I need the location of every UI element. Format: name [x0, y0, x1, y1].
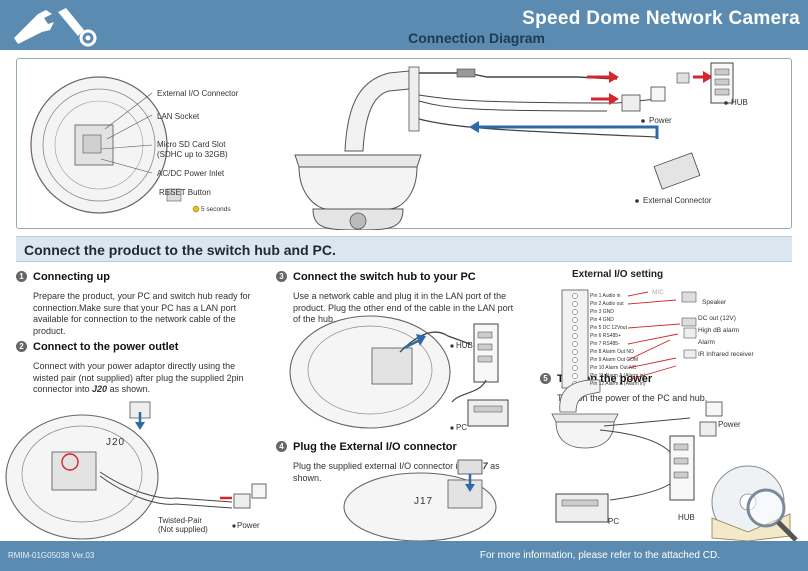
section-heading: Connect the product to the switch hub an… — [24, 242, 336, 258]
step-1-number: 1 — [16, 271, 27, 283]
step-1-heading: Connecting up — [33, 270, 110, 283]
high-db-alarm-label: High dB alarm — [698, 327, 740, 334]
pin-3: Pin 3 GND — [590, 309, 614, 315]
step-1-text: Prepare the product, your PC and switch … — [33, 291, 251, 336]
camera-wiring-figure — [30, 62, 734, 230]
pin-9: Pin 9 Alarm Out COM — [590, 357, 639, 363]
hub-label-step5: HUB — [678, 513, 695, 522]
step-2-text-a: Connect with your power adaptor directly… — [33, 361, 244, 394]
pin-6: Pin 6 RS485+ — [590, 333, 621, 339]
alarm-label: Alarm — [698, 339, 715, 346]
installation-illustrations — [5, 289, 798, 541]
step-3: 3 Connect the switch hub to your PC Use a… — [276, 268, 516, 326]
power-inlet-label: AC/DC Power Inlet — [157, 169, 225, 178]
pin-1: Pin 1 Audio in — [590, 293, 621, 299]
pin-8: Pin 8 Alarm Out NO — [590, 349, 634, 355]
step-2-number: 2 — [16, 341, 27, 353]
pin-11: Pin 11 Alarm A (Alarm in) — [590, 373, 646, 379]
tools-icon — [14, 8, 97, 47]
power-label-step2: Power — [237, 521, 260, 530]
pin-5: Pin 5 DC 12Vout — [590, 325, 627, 331]
speaker-label: Speaker — [702, 299, 727, 306]
io-connector-label: External I/O Connector — [157, 89, 239, 98]
pin-7: Pin 7 RS485- — [590, 341, 620, 347]
footer-bar: RMIM-01G05038 Ver.03 For more informatio… — [0, 541, 808, 571]
j20-label: J20 — [106, 437, 126, 448]
hub-label-step3: HUB — [456, 341, 473, 350]
twisted-pair-label: Twisted-Pair — [158, 516, 203, 525]
hub-label: HUB — [731, 98, 748, 107]
page-title: Speed Dome Network Camera — [522, 8, 800, 29]
pin-2: Pin 2 Audio out — [590, 301, 624, 307]
not-supplied-label: (Not supplied) — [158, 525, 208, 534]
ir-receiver-label: IR Infrared receiver — [698, 351, 754, 358]
step-2-j20: J20 — [92, 384, 108, 394]
sd-slot-capacity-label: (SDHC up to 32GB) — [157, 150, 228, 159]
step-5-number: 5 — [540, 373, 551, 385]
reset-time-label: 5 seconds — [201, 206, 231, 213]
reset-button-label: RESET Button — [159, 188, 211, 197]
step-3-text: Use a network cable and plug it in the L… — [293, 291, 514, 324]
step-5-text: Turn on the power of the PC and hub. — [557, 393, 708, 403]
step-3-heading: Connect the switch hub to your PC — [293, 270, 476, 283]
power-label: Power — [649, 116, 672, 125]
page-subtitle: Connection Diagram — [408, 30, 545, 46]
connection-diagram: External I/O Connector LAN Socket Micro … — [16, 58, 792, 230]
lan-socket-label: LAN Socket — [157, 112, 200, 121]
j17-label: J17 — [414, 496, 434, 507]
external-connector-label: External Connector — [643, 196, 712, 205]
step-3-number: 3 — [276, 271, 287, 283]
dc-out-label: DC out (12V) — [698, 315, 736, 322]
pc-label-step3: PC — [456, 423, 468, 432]
pin-4: Pin 4 GND — [590, 317, 614, 323]
footer-info: For more information, please refer to th… — [479, 550, 720, 561]
step-4-heading: Plug the External I/O connector — [293, 440, 457, 453]
power-label-step5: Power — [718, 420, 741, 429]
step-1: 1 Connecting up Prepare the product, your… — [16, 268, 256, 337]
header-bar: Speed Dome Network Camera Connection Dia… — [0, 0, 808, 50]
io-setting-title: External I/O setting — [572, 269, 664, 280]
step-2-heading: Connect to the power outlet — [33, 340, 179, 353]
step-4-text-a: Plug the supplied external I/O connector… — [293, 461, 473, 471]
document-code: RMIM-01G05038 Ver.03 — [8, 551, 95, 560]
step-4-number: 4 — [276, 441, 287, 453]
pin-10: Pin 10 Alarm Out NC — [590, 365, 637, 371]
pc-label-step5: PC — [608, 517, 620, 526]
sd-slot-label: Micro SD Card Slot — [157, 140, 226, 149]
step-4: 4 Plug the External I/O connector Plug th… — [276, 438, 506, 484]
step-2: 2 Connect to the power outlet Connect wit… — [16, 338, 256, 396]
step-2-text-b: as shown. — [107, 384, 151, 394]
pin-12: Pin 12 Alarm A (Alarm in) — [590, 381, 646, 387]
step-2-text: Connect with your power adaptor directly… — [33, 361, 256, 396]
step-4-text-b: as shown. — [293, 461, 500, 483]
section-band: Connect the product to the switch hub an… — [16, 236, 792, 262]
mic-label: MIC — [652, 289, 664, 296]
